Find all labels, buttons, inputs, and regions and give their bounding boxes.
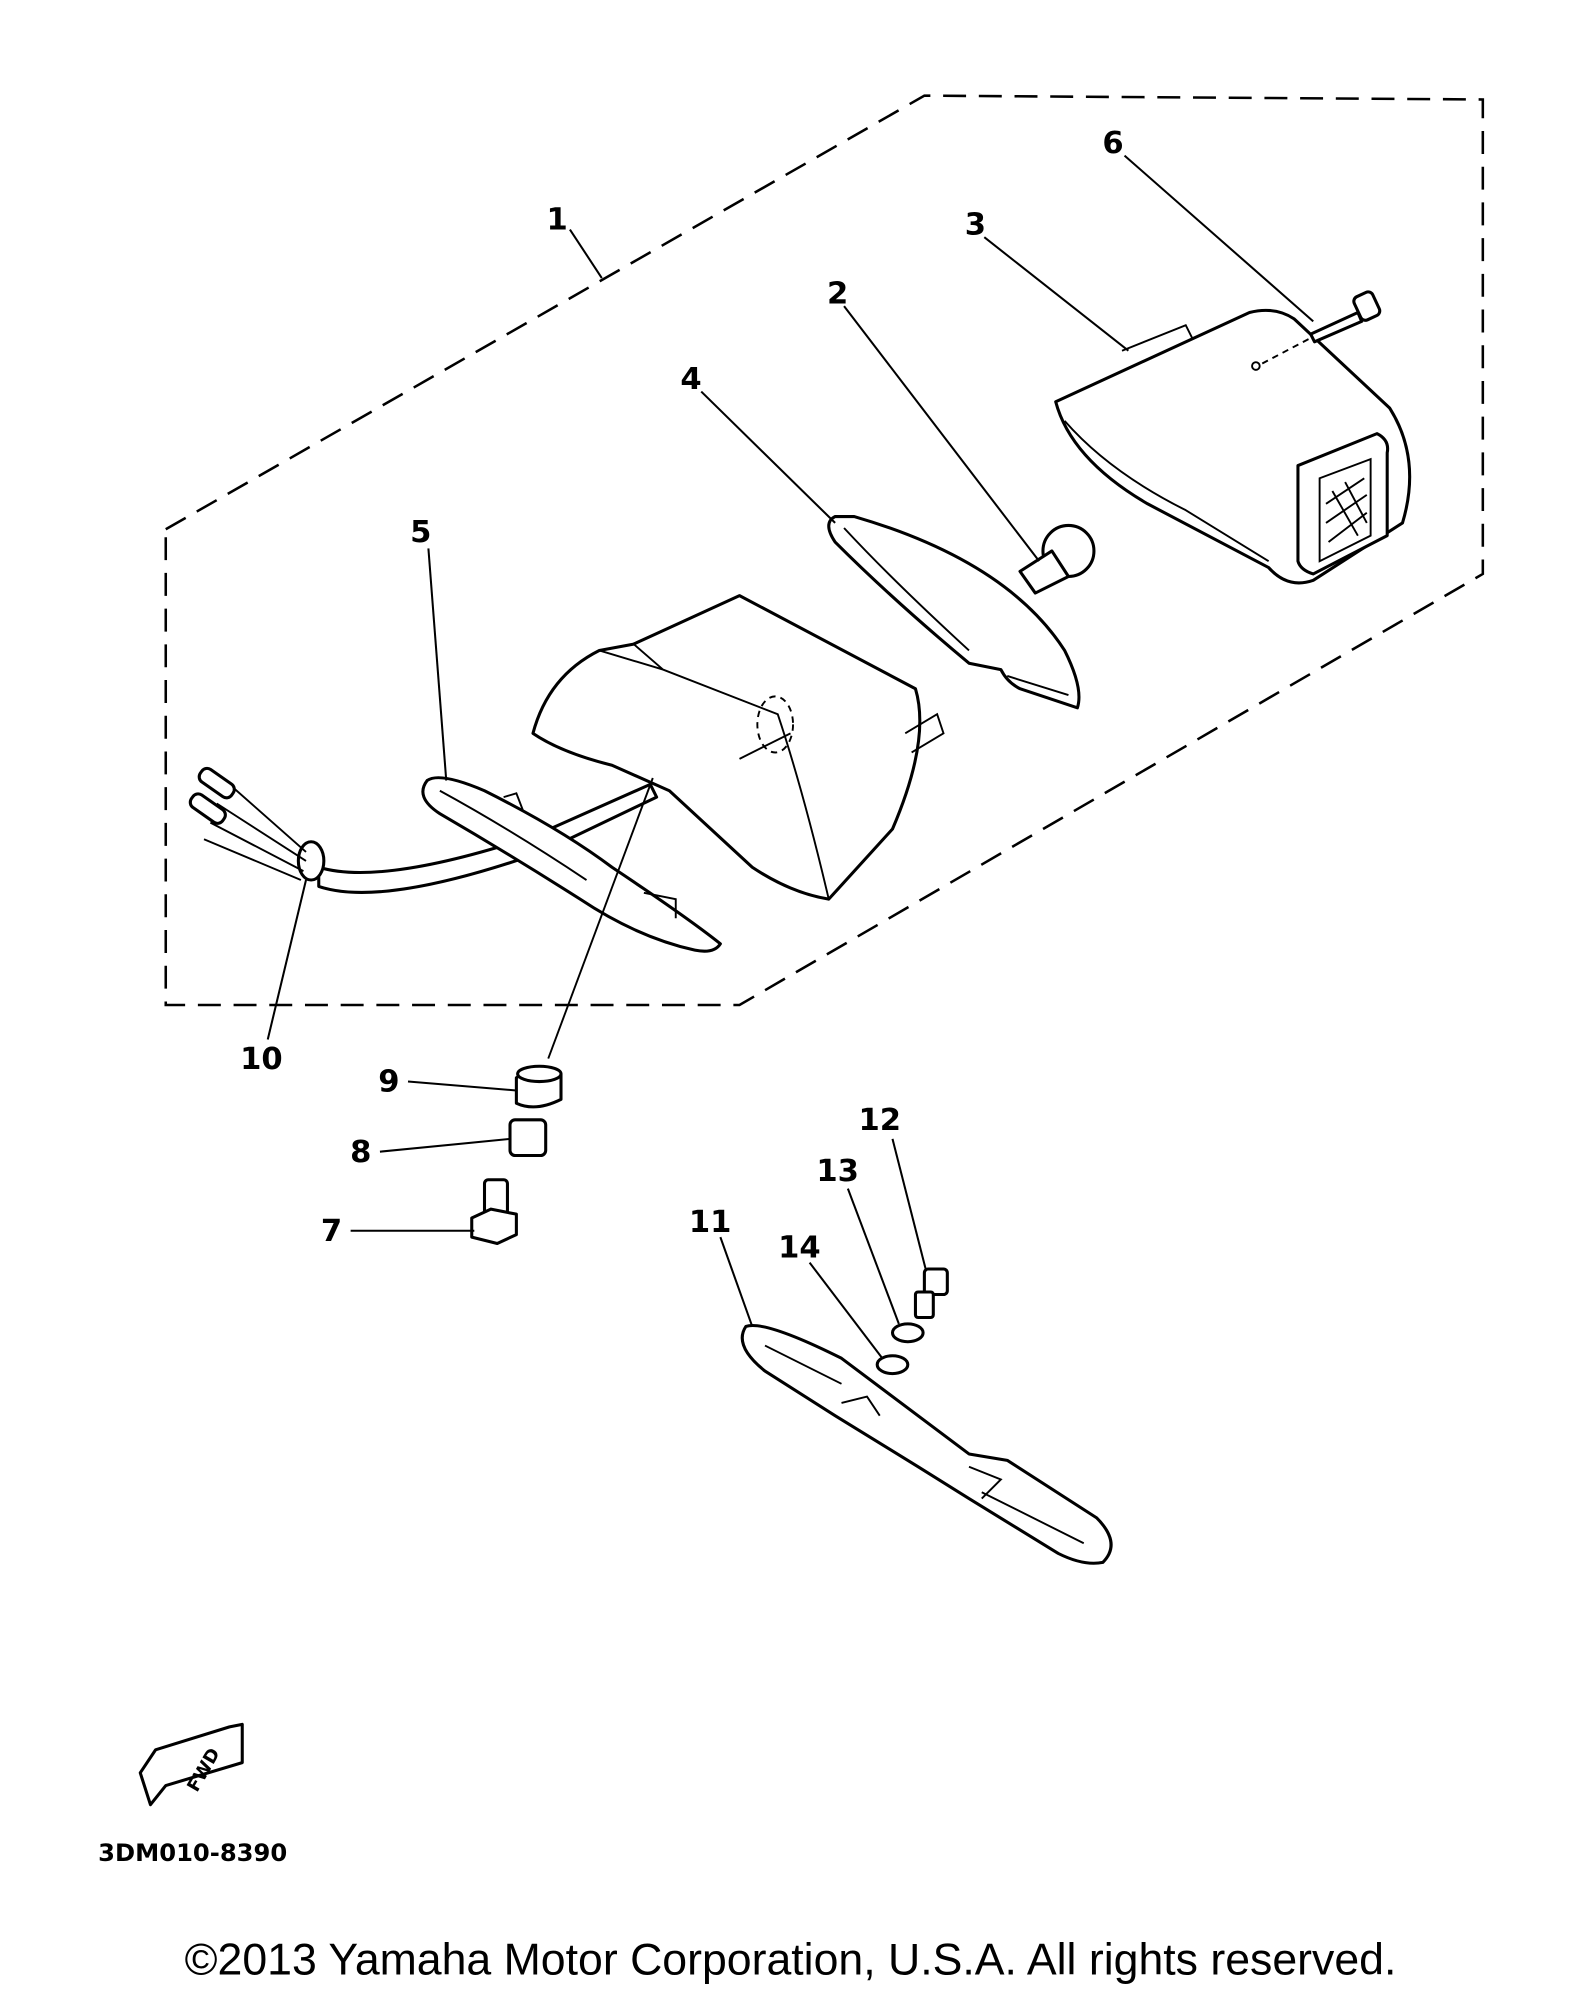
label-part-2: 2 (827, 277, 848, 312)
part-6-screw (1261, 290, 1382, 365)
diagram-code: 3DM010-8390 (98, 1839, 287, 1867)
label-part-6: 6 (1102, 126, 1123, 161)
housing-body (531, 594, 945, 901)
part-3-lens (1054, 308, 1412, 585)
label-part-7: 7 (321, 1214, 342, 1249)
part-5-base-gasket (421, 776, 722, 953)
label-part-5: 5 (410, 515, 431, 550)
part-14-washer (875, 1354, 910, 1376)
label-part-12: 12 (858, 1103, 901, 1138)
assembly-outline (164, 94, 1485, 1007)
part-8-collar (508, 1118, 548, 1158)
label-part-8: 8 (350, 1135, 371, 1170)
label-part-1: 1 (547, 203, 568, 238)
part-2-bulb (1018, 523, 1096, 595)
part-12-bolt (913, 1267, 949, 1320)
part-9-grommet (514, 1064, 563, 1109)
part-13-lock-washer (890, 1322, 925, 1344)
part-10-wire-harness (188, 766, 659, 894)
part-4-gasket (827, 515, 1081, 710)
label-part-11: 11 (689, 1205, 732, 1240)
part-7-bolt (470, 1178, 518, 1246)
part-11-bracket (740, 1324, 1113, 1565)
label-part-13: 13 (816, 1154, 859, 1189)
label-part-10: 10 (240, 1042, 283, 1077)
copyright-notice: ©2013 Yamaha Motor Corporation, U.S.A. A… (185, 1935, 1397, 1984)
label-part-9: 9 (378, 1065, 399, 1100)
label-part-4: 4 (680, 362, 701, 397)
label-part-3: 3 (965, 208, 986, 243)
fwd-arrow-icon: FWD (138, 1722, 244, 1807)
label-part-14: 14 (778, 1231, 821, 1266)
